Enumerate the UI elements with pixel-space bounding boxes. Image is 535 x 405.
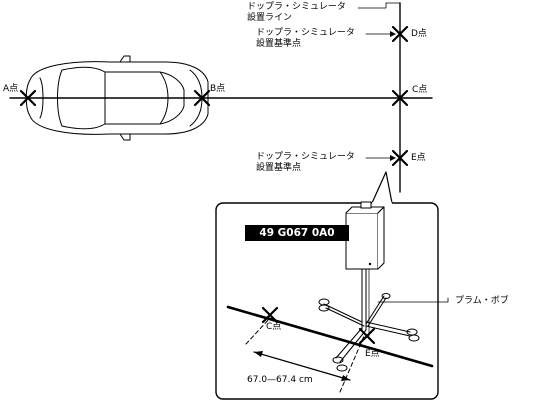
detail-point-e-label: E点 <box>365 349 380 359</box>
ref-point-d-label: ドップラ・シミュレータ 設置基準点 <box>256 28 355 50</box>
point-a-mark <box>19 89 37 107</box>
point-d-mark <box>391 25 409 43</box>
detail-point-e-mark <box>358 327 376 345</box>
leader-plumb-bob <box>377 297 449 303</box>
install-line-label-line1: ドップラ・シミュレータ <box>247 2 346 12</box>
point-b-label: B点 <box>210 84 226 94</box>
simulator-stand <box>318 201 449 372</box>
ref-point-d-label-line2: 設置基準点 <box>256 39 302 49</box>
vehicle-top-view <box>25 55 209 141</box>
point-e-mark <box>391 149 409 167</box>
point-a-label: A点 <box>3 84 19 94</box>
part-number-badge: 49 G067 0A0 <box>245 225 349 241</box>
detail-dashed-line-right <box>339 335 365 393</box>
ref-point-d-label-line1: ドップラ・シミュレータ <box>256 28 355 38</box>
point-b-mark <box>193 89 211 107</box>
ref-point-e-label-line1: ドップラ・シミュレータ <box>256 152 355 162</box>
plumb-bob-label: プラム・ボブ <box>455 296 509 306</box>
detail-ground-line <box>226 305 434 368</box>
detail-callout-pointer <box>371 171 393 204</box>
ref-point-e-label: ドップラ・シミュレータ 設置基準点 <box>256 152 355 174</box>
leader-install-line <box>357 2 387 9</box>
point-c-label: C点 <box>412 85 428 95</box>
detail-dimension-line <box>253 351 351 381</box>
detail-point-c-label: C点 <box>266 322 282 332</box>
distance-label: 67.0—67.4 cm <box>247 375 313 385</box>
detail-dashed-line-left <box>245 317 271 345</box>
ref-point-e-label-line2: 設置基準点 <box>256 163 302 173</box>
point-c-mark <box>391 89 409 107</box>
install-line-label: ドップラ・シミュレータ 設置ライン <box>247 2 346 24</box>
install-line-label-line2: 設置ライン <box>247 13 293 23</box>
detail-point-c-mark <box>261 306 279 324</box>
point-d-label: D点 <box>411 29 427 39</box>
point-e-label: E点 <box>411 153 426 163</box>
